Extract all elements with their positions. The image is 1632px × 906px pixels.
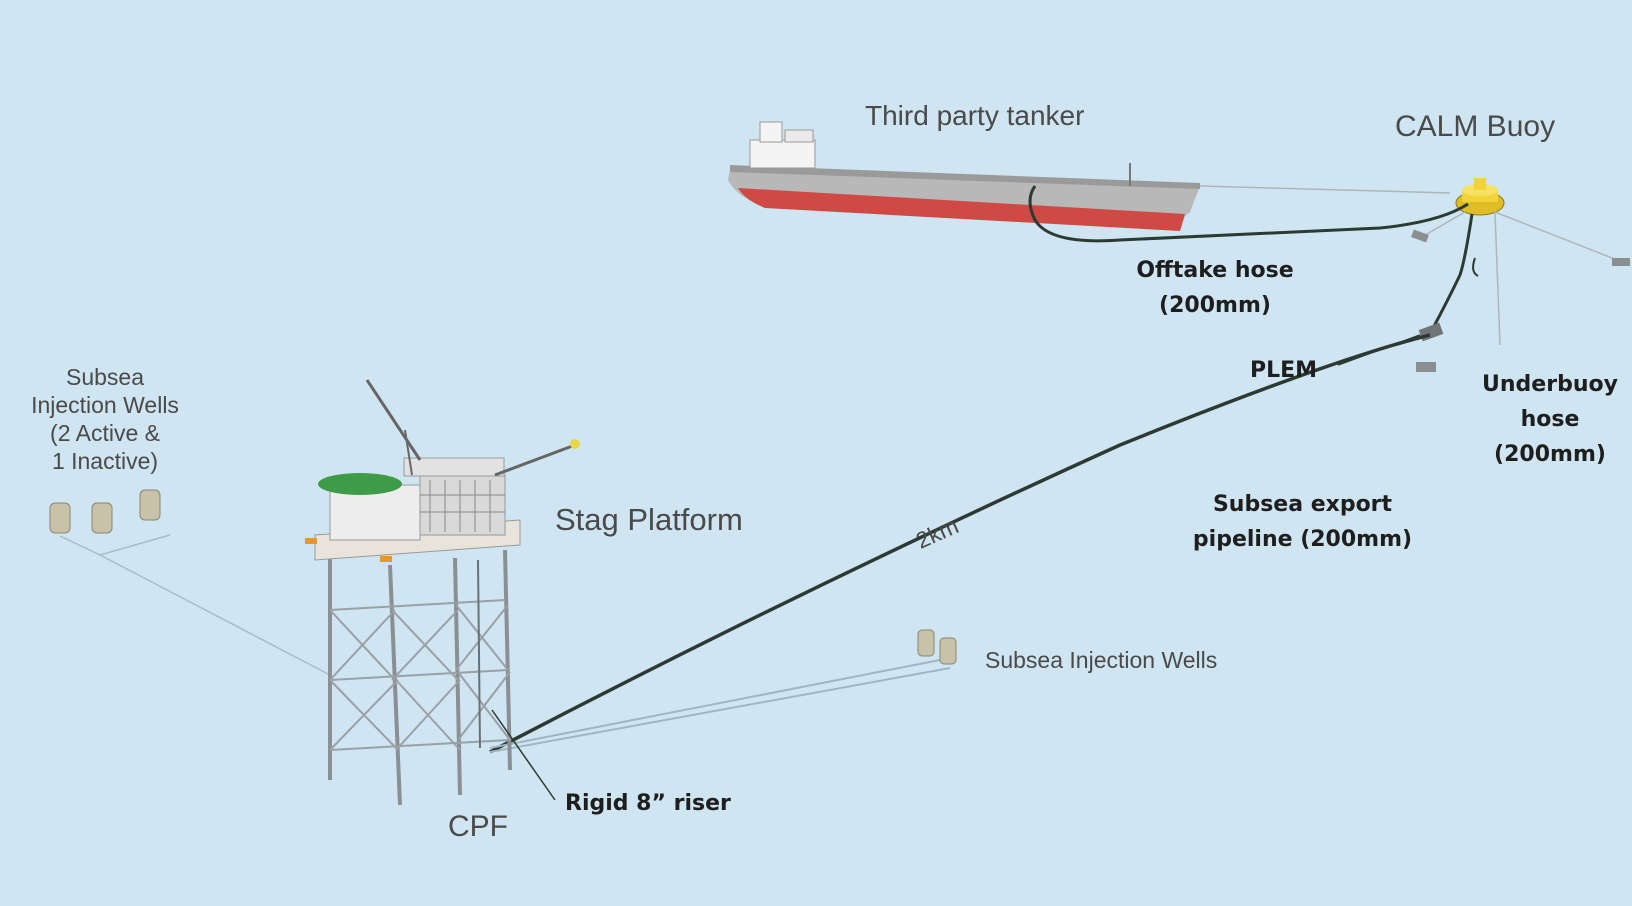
export-pipeline-line-1: Subsea export bbox=[1212, 492, 1393, 517]
left-wells-line-2: Injection Wells bbox=[31, 392, 179, 418]
tanker-ship bbox=[728, 121, 1451, 231]
left-wells-line-3: (2 Active & bbox=[50, 420, 160, 446]
right-injection-wells bbox=[489, 629, 957, 753]
underbuoy-hose-line-1: Underbuoy bbox=[1482, 372, 1618, 397]
underbuoy-hose-label: Underbuoy hose (200mm) bbox=[1475, 367, 1625, 472]
underbuoy-hose-line-2: hose bbox=[1520, 407, 1580, 432]
offtake-hose-line-2: (200mm) bbox=[1159, 293, 1271, 318]
plem-label: PLEM bbox=[1250, 358, 1318, 383]
stag-platform bbox=[305, 379, 580, 806]
platform-label: Stag Platform bbox=[555, 502, 743, 537]
right-wells-label: Subsea Injection Wells bbox=[985, 647, 1218, 673]
offtake-hose bbox=[1028, 185, 1469, 243]
left-wells-label: Subsea Injection Wells (2 Active & 1 Ina… bbox=[15, 363, 195, 475]
export-pipeline-label: Subsea export pipeline (200mm) bbox=[1185, 487, 1420, 557]
riser-leader-line bbox=[491, 709, 556, 801]
left-wells-line-4: 1 Inactive) bbox=[51, 448, 159, 474]
tanker-label: Third party tanker bbox=[865, 100, 1085, 131]
left-wells-line-1: Subsea bbox=[65, 364, 144, 390]
calm-buoy bbox=[1411, 178, 1631, 346]
underbuoy-hose-line-3: (200mm) bbox=[1494, 442, 1606, 467]
export-pipeline-line-2: pipeline (200mm) bbox=[1192, 527, 1413, 552]
export-pipeline bbox=[489, 333, 1431, 754]
riser-label: Rigid 8” riser bbox=[565, 791, 731, 816]
offtake-hose-label: Offtake hose (200mm) bbox=[1135, 253, 1295, 323]
left-injection-wells bbox=[49, 489, 331, 676]
offtake-hose-line-1: Offtake hose bbox=[1136, 258, 1294, 283]
buoy-label: CALM Buoy bbox=[1395, 110, 1556, 143]
underbuoy-hose bbox=[1430, 213, 1474, 331]
helideck bbox=[318, 473, 402, 495]
cpf-label: CPF bbox=[448, 810, 508, 843]
